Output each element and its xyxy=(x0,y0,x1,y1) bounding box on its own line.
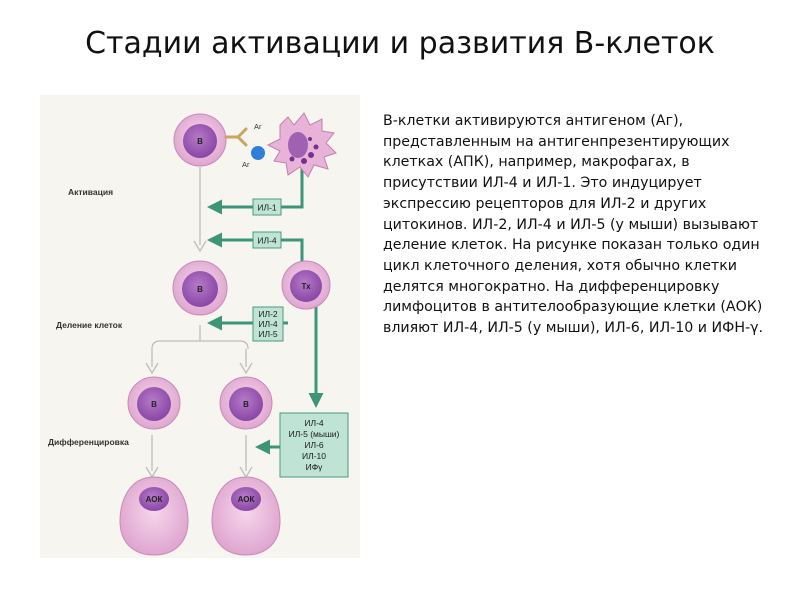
th-cell-nucleus xyxy=(290,270,322,302)
arrow-il1-from-macrophage xyxy=(281,165,304,209)
arrowhead-activation xyxy=(193,240,207,253)
diagram-canvas: Активация Деление клеток Дифференцировка xyxy=(40,95,360,558)
aok-cell-left: АОК xyxy=(119,476,189,556)
cytokine-arrows xyxy=(207,165,324,455)
b-cell-lower-left: В xyxy=(127,376,181,430)
slide-description: В-клетки активируются антигеном (Аг), пр… xyxy=(383,113,764,337)
b-cell-label: В xyxy=(151,400,157,409)
antigen-receptor: Аг Аг xyxy=(224,122,265,169)
cytokine-il4-label: ИЛ-4 xyxy=(257,236,277,246)
cytokine-box-il1: ИЛ-1 xyxy=(252,198,282,216)
b-cell-middle: В xyxy=(172,260,228,316)
stage-label-differentiation: Дифференцировка xyxy=(48,437,129,447)
cytokine-box-differentiation: ИЛ-4 ИЛ-5 (мыши) ИЛ-6 ИЛ-10 ИФγ xyxy=(279,412,349,478)
cytokine-il5-label: ИЛ-5 xyxy=(258,329,278,339)
aok-label: АОК xyxy=(146,495,163,504)
b-cell-label: В xyxy=(243,400,249,409)
b-cell-nucleus xyxy=(137,387,171,421)
b-cell-nucleus xyxy=(183,124,217,158)
b-cell-lower-right: В xyxy=(219,376,273,430)
cytokine-box-il4: ИЛ-4 xyxy=(252,231,282,249)
stage-label-division: Деление клеток xyxy=(56,320,123,330)
b-cell-label: В xyxy=(197,285,203,294)
cytokine-ifg-label: ИФγ xyxy=(306,462,324,472)
cytokine-il10-label: ИЛ-10 xyxy=(302,451,326,461)
macrophage-nucleus xyxy=(288,132,308,158)
receptor-icon xyxy=(224,127,248,147)
cytokine-il4-label: ИЛ-4 xyxy=(304,418,324,428)
arrow-division-branches xyxy=(151,349,247,367)
stage-label-activation: Активация xyxy=(68,187,113,197)
cytokine-il2-label: ИЛ-2 xyxy=(258,309,278,319)
cytokine-il5-mouse-label: ИЛ-5 (мыши) xyxy=(289,429,340,439)
cytokine-box-division: ИЛ-2 ИЛ-4 ИЛ-5 xyxy=(252,306,284,342)
b-cell-top: В xyxy=(173,113,227,167)
th-cell-label: Тх xyxy=(301,282,311,291)
macrophage-apc xyxy=(266,112,337,178)
arrow-differentiation xyxy=(151,435,247,471)
b-cell-nucleus xyxy=(229,387,263,421)
aok-nucleus xyxy=(231,487,261,511)
aok-nucleus xyxy=(139,487,169,511)
b-cell-nucleus xyxy=(182,271,218,307)
arrow-il4-from-th xyxy=(281,238,304,263)
antigen-icon xyxy=(251,146,265,160)
antigen-label-bottom: Аг xyxy=(242,160,250,169)
th-cell: Тх xyxy=(281,260,331,310)
arrowheads-division xyxy=(145,362,253,375)
cytokine-il6-label: ИЛ-6 xyxy=(304,440,324,450)
b-cell-activation-diagram: Активация Деление клеток Дифференцировка xyxy=(40,95,360,558)
slide-title: Стадии активации и развития В-клеток xyxy=(85,26,715,61)
aok-label: АОК xyxy=(238,495,255,504)
b-cell-label: В xyxy=(197,137,203,146)
antigen-label-top: Аг xyxy=(254,122,262,131)
arrow-division-split xyxy=(151,325,249,350)
cytokine-il1-label: ИЛ-1 xyxy=(257,203,277,213)
aok-cell-right: АОК xyxy=(211,476,281,556)
cytokine-il4-label: ИЛ-4 xyxy=(258,319,278,329)
